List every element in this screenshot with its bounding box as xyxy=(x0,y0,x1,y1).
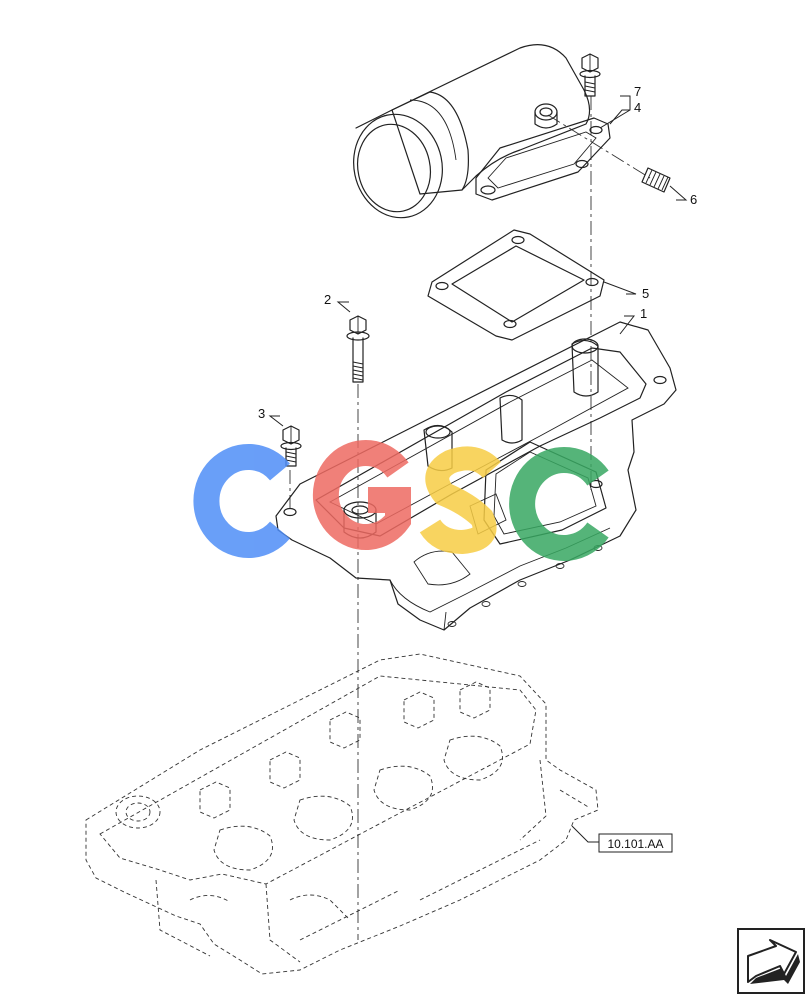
callout-7: 7 xyxy=(634,84,641,99)
part-bolt-7 xyxy=(579,53,601,97)
watermark-letter-1 xyxy=(193,444,290,558)
cylinder-head-dashed-outline xyxy=(85,653,599,975)
part-bolt-2 xyxy=(346,315,370,383)
callout-6: 6 xyxy=(690,192,697,207)
assembly-axis-lines xyxy=(289,96,651,940)
part-bolt-3 xyxy=(280,425,302,467)
callout-4: 4 xyxy=(634,100,641,115)
part-elbow-outlet xyxy=(353,44,611,219)
watermark-letter-4 xyxy=(509,447,609,561)
callout-3: 3 xyxy=(258,406,265,421)
next-page-arrow-icon[interactable] xyxy=(737,928,805,994)
part-plug-6 xyxy=(641,167,671,193)
callout-1: 1 xyxy=(640,306,647,321)
watermark-logo xyxy=(193,440,609,561)
part-gasket-5 xyxy=(427,229,605,341)
callout-5: 5 xyxy=(642,286,649,301)
callout-2: 2 xyxy=(324,292,331,307)
reference-label: 10.101.AA xyxy=(607,837,663,851)
watermark-letter-2 xyxy=(312,440,411,550)
reference-box[interactable]: 10.101.AA xyxy=(598,833,673,853)
callout-leaders xyxy=(268,95,688,843)
watermark-letter-3 xyxy=(419,446,501,555)
